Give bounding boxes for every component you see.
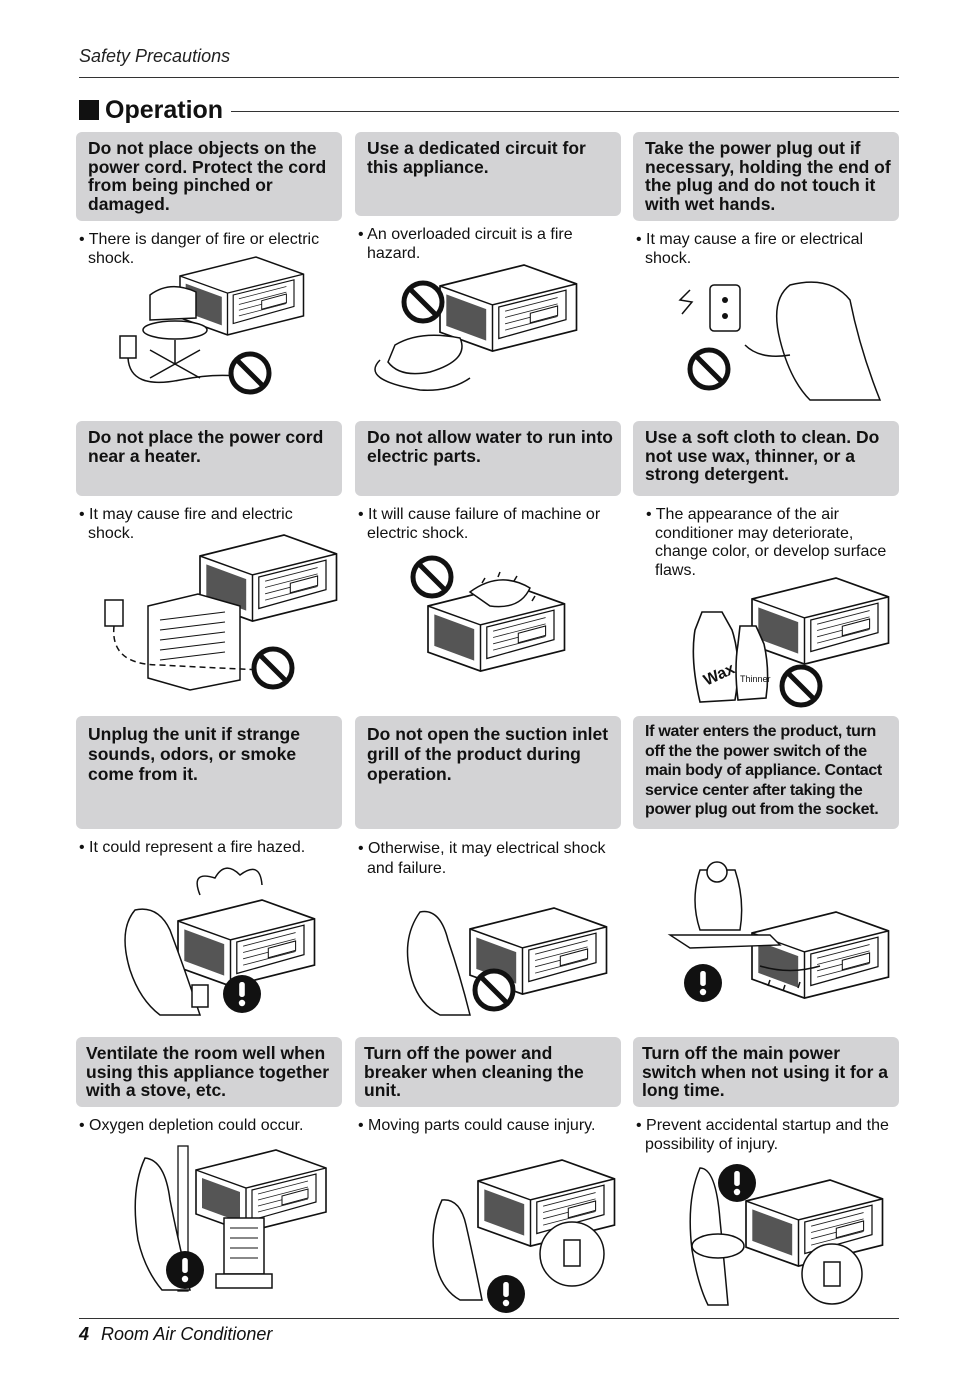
warning-box: Unplug the unit if strange sounds, odors… xyxy=(76,716,342,829)
precaution-item-10: Ventilate the room well when using this … xyxy=(76,1037,342,1136)
illustration-water-on-unit xyxy=(413,558,566,672)
warning-box: Turn off the power and breaker when clea… xyxy=(355,1037,621,1107)
warning-box: Use a soft cloth to clean. Do not use wa… xyxy=(633,421,899,496)
warning-note: Oxygen depletion could occur. xyxy=(76,1117,342,1136)
illustration-cord-near-heater xyxy=(104,534,338,691)
precaution-item-5: Do not allow water to run into electric … xyxy=(355,421,621,543)
precaution-item-1: Do not place objects on the power cord. … xyxy=(76,132,342,268)
illustration-wet-hands-plug xyxy=(678,281,882,401)
warning-box: If water enters the product, turn off th… xyxy=(633,716,899,829)
warning-note: An overloaded circuit is a fire hazard. xyxy=(355,226,621,263)
precaution-item-6: Use a soft cloth to clean. Do not use wa… xyxy=(633,421,899,580)
warning-box: Do not open the suction inlet grill of t… xyxy=(355,716,621,829)
warning-note: It could represent a fire hazed. xyxy=(76,839,342,858)
precaution-item-8: Do not open the suction inlet grill of t… xyxy=(355,716,621,879)
warning-note: It may cause fire and electric shock. xyxy=(76,506,342,543)
illustration-long-time-switch-off xyxy=(689,1164,884,1306)
warning-box: Do not place the power cord near a heate… xyxy=(76,421,342,496)
warning-note: It may cause a fire or electrical shock. xyxy=(633,231,899,268)
precaution-item-3: Take the power plug out if necessary, ho… xyxy=(633,132,899,268)
precaution-item-2: Use a dedicated circuit for this applian… xyxy=(355,132,621,263)
warning-box: Do not place objects on the power cord. … xyxy=(76,132,342,221)
section-title: Operation xyxy=(105,95,224,124)
bottle-label-thinner: Thinner xyxy=(740,674,771,684)
illustration-cord-under-chair xyxy=(119,256,305,392)
precaution-grid: Do not place objects on the power cord. … xyxy=(76,0,900,1400)
illustration-wax-thinner-bottles: Wax Thinner xyxy=(692,577,890,705)
footer-rule xyxy=(79,1318,899,1319)
illustration-ventilate-stove xyxy=(134,1145,327,1292)
precaution-item-4: Do not place the power cord near a heate… xyxy=(76,421,342,543)
precaution-item-11: Turn off the power and breaker when clea… xyxy=(355,1037,621,1136)
page-number: 4 xyxy=(79,1324,90,1344)
footer-title: Room Air Conditioner xyxy=(101,1324,273,1344)
page-footer: 4 Room Air Conditioner xyxy=(79,1324,272,1345)
warning-note: There is danger of fire or electric shoc… xyxy=(76,231,342,268)
illustration-smoking-unit xyxy=(124,867,316,1016)
precaution-item-9: If water enters the product, turn off th… xyxy=(633,716,899,829)
warning-box: Turn off the main power switch when not … xyxy=(633,1037,899,1107)
illustration-water-enters-phone-call xyxy=(667,861,890,1002)
warning-box: Ventilate the room well when using this … xyxy=(76,1037,342,1107)
warning-box: Use a dedicated circuit for this applian… xyxy=(355,132,621,216)
precaution-item-12: Turn off the main power switch when not … xyxy=(633,1037,899,1154)
header-rule xyxy=(79,77,899,78)
illustration-overloaded-circuit xyxy=(374,264,578,391)
warning-box: Do not allow water to run into electric … xyxy=(355,421,621,496)
illustration-open-grill xyxy=(406,907,608,1016)
warning-note: Otherwise, it may electrical shock and f… xyxy=(355,839,621,879)
square-bullet-icon xyxy=(79,100,99,120)
warning-box: Take the power plug out if necessary, ho… xyxy=(633,132,899,221)
warning-note: Moving parts could cause injury. xyxy=(355,1117,621,1136)
running-header: Safety Precautions xyxy=(79,46,231,66)
illustration-cleaning-breaker xyxy=(432,1159,616,1313)
warning-note: Prevent accidental startup and the possi… xyxy=(633,1117,899,1154)
precaution-item-7: Unplug the unit if strange sounds, odors… xyxy=(76,716,342,858)
section-rule xyxy=(231,110,899,112)
warning-note: The appearance of the air conditioner ma… xyxy=(633,506,899,580)
section-heading: Operation xyxy=(79,94,899,126)
warning-note: It will cause failure of machine or elec… xyxy=(355,506,621,543)
